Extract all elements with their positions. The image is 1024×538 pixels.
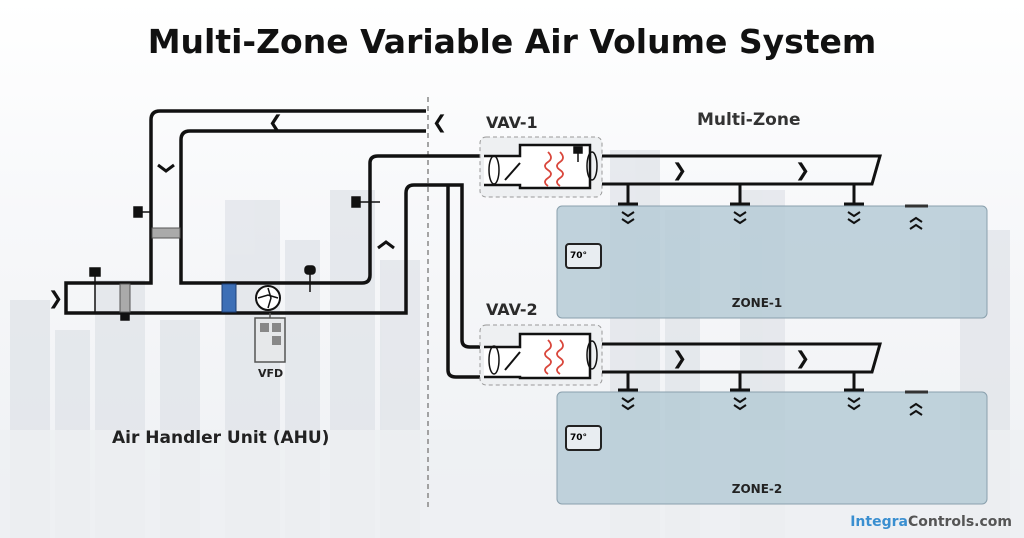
svg-text:❮: ❮ (268, 112, 283, 133)
fan-icon (255, 285, 281, 311)
brand-part2: Controls.com (907, 514, 1012, 530)
thermostat-reading: 70° (570, 433, 588, 443)
zone-2-supply-duct (602, 342, 882, 374)
zone-2-room (556, 391, 988, 505)
brand-logo: IntegraControls.com (850, 514, 1012, 530)
ahu-label: Air Handler Unit (AHU) (112, 428, 330, 448)
sensor-icon (89, 146, 583, 321)
svg-text:❯: ❯ (672, 348, 687, 369)
zone-1-label: ZONE-1 (731, 296, 783, 310)
page-title: Multi-Zone Variable Air Volume System (147, 22, 877, 61)
return-grille-icon (909, 402, 923, 416)
thermostat-icon: 70° (565, 425, 602, 451)
multizone-label: Multi-Zone (697, 110, 801, 130)
svg-text:❯: ❯ (795, 160, 810, 181)
zone-2-label: ZONE-2 (731, 482, 783, 496)
heating-coil-icon (544, 339, 564, 375)
return-grille-icon (909, 216, 923, 230)
supply-trunk-branch-lower (446, 185, 484, 379)
svg-text:❯: ❯ (795, 348, 810, 369)
svg-text:❯: ❯ (672, 160, 687, 181)
supply-diffuser-icon (618, 184, 864, 206)
filter-icon (221, 283, 237, 313)
zone-1-room (556, 205, 988, 319)
supply-trunk-branch-upper (426, 183, 484, 349)
zone-1-supply-duct (602, 154, 882, 186)
heating-coil-icon (544, 151, 564, 187)
damper-icon (504, 162, 521, 181)
return-inner-duct (179, 129, 426, 285)
supply-diffuser-icon (618, 372, 864, 392)
vfd-label: VFD (258, 367, 284, 380)
thermostat-reading: 70° (570, 251, 588, 261)
vav-2-label: VAV-2 (486, 300, 538, 319)
flow-arrow-icon: ❮ ❮ ❯ ❯ ❯ ❯ ❯ (48, 112, 810, 369)
damper-icon (504, 351, 521, 371)
return-outer-duct (64, 109, 426, 315)
svg-text:❯: ❯ (48, 288, 63, 309)
vfd-panel-icon (254, 313, 286, 363)
brand-part1: Integra (850, 514, 908, 530)
thermostat-icon: 70° (565, 243, 602, 269)
svg-text:❮: ❮ (432, 112, 447, 133)
vav-1-label: VAV-1 (486, 113, 538, 132)
